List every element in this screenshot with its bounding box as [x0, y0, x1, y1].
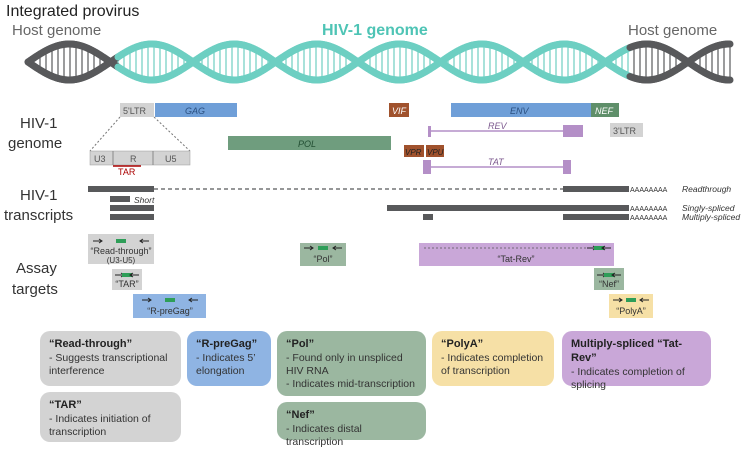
- card-tatrev-body: - Indicates completion of splicing: [571, 366, 702, 392]
- assay-rpregag-label: “R-preGag”: [147, 306, 193, 316]
- card-tar: “TAR” - Indicates initiation of transcri…: [40, 392, 181, 442]
- card-rpregag: “R-preGag” - Indicates 5’ elongation: [187, 331, 271, 386]
- rev-exon2: [563, 125, 583, 137]
- pol-label: POL: [298, 139, 316, 149]
- singly-spliced-bar: [387, 205, 629, 211]
- dna-helix: [28, 44, 730, 80]
- card-rpregag-body: - Indicates 5’ elongation: [196, 352, 262, 378]
- readthrough-left: [88, 186, 154, 192]
- polya-singly: AAAAAAAA: [630, 206, 668, 213]
- card-nef: “Nef” - Indicates distal transcription: [277, 402, 426, 440]
- unspliced-bar-2: [110, 214, 154, 220]
- assay-tar-label: “TAR”: [115, 279, 138, 289]
- host-genome-right: Host genome: [628, 22, 717, 39]
- probe: [318, 246, 328, 250]
- label-assay-1: Assay: [16, 260, 57, 277]
- hiv-genome-title: HIV-1 genome: [322, 22, 428, 39]
- assay-tar: “TAR”: [112, 269, 142, 290]
- host-genome-left: Host genome: [12, 22, 101, 39]
- vif-label: VIF: [392, 106, 407, 116]
- tar-label: TAR: [118, 167, 136, 177]
- readthrough-label: Readthrough: [682, 184, 731, 194]
- card-nef-title: “Nef”: [286, 409, 417, 423]
- card-pol-title: “Pol”: [286, 338, 417, 352]
- tat-exon2: [563, 160, 571, 174]
- assay-nef: “Nef”: [594, 268, 624, 290]
- label-hiv-transcripts-2: transcripts: [4, 207, 73, 224]
- assay-readthrough-sub: (U3-U5): [107, 256, 136, 265]
- unspliced-bar-1: [110, 205, 154, 211]
- rev-label: REV: [488, 121, 508, 131]
- label-hiv-genome-2: genome: [8, 135, 62, 152]
- env-label: ENV: [510, 106, 530, 116]
- vpu-label: VPU: [427, 148, 444, 157]
- assay-tatrev-label: “Tat-Rev”: [497, 254, 534, 264]
- short-label: Short: [134, 195, 155, 205]
- card-readthrough-body: - Suggests transcriptional interference: [49, 352, 172, 378]
- short-bar: [110, 196, 130, 202]
- card-polya: “PolyA” - Indicates completion of transc…: [432, 331, 554, 386]
- probe: [116, 239, 126, 243]
- card-tatrev: Multiply-spliced “Tat-Rev” - Indicates c…: [562, 331, 711, 386]
- card-pol-body: - Found only in unspliced HIV RNA - Indi…: [286, 352, 417, 391]
- multiply-spliced-exon: [423, 214, 433, 220]
- ltr3-label: 3'LTR: [613, 126, 637, 136]
- assay-tatrev: “Tat-Rev”: [419, 243, 614, 266]
- card-nef-body: - Indicates distal transcription: [286, 423, 417, 449]
- u5-label: U5: [165, 154, 177, 164]
- title: Integrated provirus: [6, 3, 139, 20]
- label-hiv-transcripts-1: HIV-1: [20, 187, 58, 204]
- card-pol: “Pol” - Found only in unspliced HIV RNA …: [277, 331, 426, 396]
- rev-exon1: [428, 126, 431, 137]
- card-polya-title: “PolyA”: [441, 338, 545, 352]
- card-tatrev-title: Multiply-spliced “Tat-Rev”: [571, 338, 702, 366]
- card-readthrough: “Read-through” - Suggests transcriptiona…: [40, 331, 181, 386]
- r-label: R: [130, 154, 137, 164]
- gag-label: GAG: [185, 106, 205, 116]
- card-tar-title: “TAR”: [49, 399, 172, 413]
- assay-readthrough: “Read-through” (U3-U5): [88, 234, 154, 265]
- multiply-spliced-bar: [563, 214, 629, 220]
- multiply-spliced-label: Multiply-spliced: [682, 212, 740, 222]
- probe: [165, 298, 175, 302]
- zoom-line-right: [154, 117, 190, 151]
- readthrough-right: [563, 186, 629, 192]
- vpr-label: VPR: [405, 148, 422, 157]
- label-hiv-genome-1: HIV-1: [20, 115, 58, 132]
- assay-rpregag: “R-preGag”: [133, 294, 206, 318]
- probe: [626, 298, 636, 302]
- polya-readthrough: AAAAAAAA: [630, 187, 668, 194]
- card-rpregag-title: “R-preGag”: [196, 338, 262, 352]
- assay-nef-label: “Nef”: [599, 279, 619, 289]
- card-readthrough-title: “Read-through”: [49, 338, 172, 352]
- zoom-line-left: [90, 117, 120, 151]
- card-tar-body: - Indicates initiation of transcription: [49, 413, 172, 439]
- assay-pol-label: “Pol”: [313, 254, 332, 264]
- polya-multiply: AAAAAAAA: [630, 215, 668, 222]
- assay-readthrough-label: “Read-through”: [90, 246, 151, 256]
- label-assay-2: targets: [12, 281, 58, 298]
- assay-polya: “PolyA”: [609, 294, 653, 318]
- u3-label: U3: [94, 154, 106, 164]
- nef-label: NEF: [595, 106, 614, 116]
- tat-label: TAT: [488, 157, 505, 167]
- assay-polya-label: “PolyA”: [616, 306, 646, 316]
- tat-exon1: [423, 160, 431, 174]
- ltr5-label: 5'LTR: [123, 106, 147, 116]
- card-polya-body: - Indicates completion of transcription: [441, 352, 545, 378]
